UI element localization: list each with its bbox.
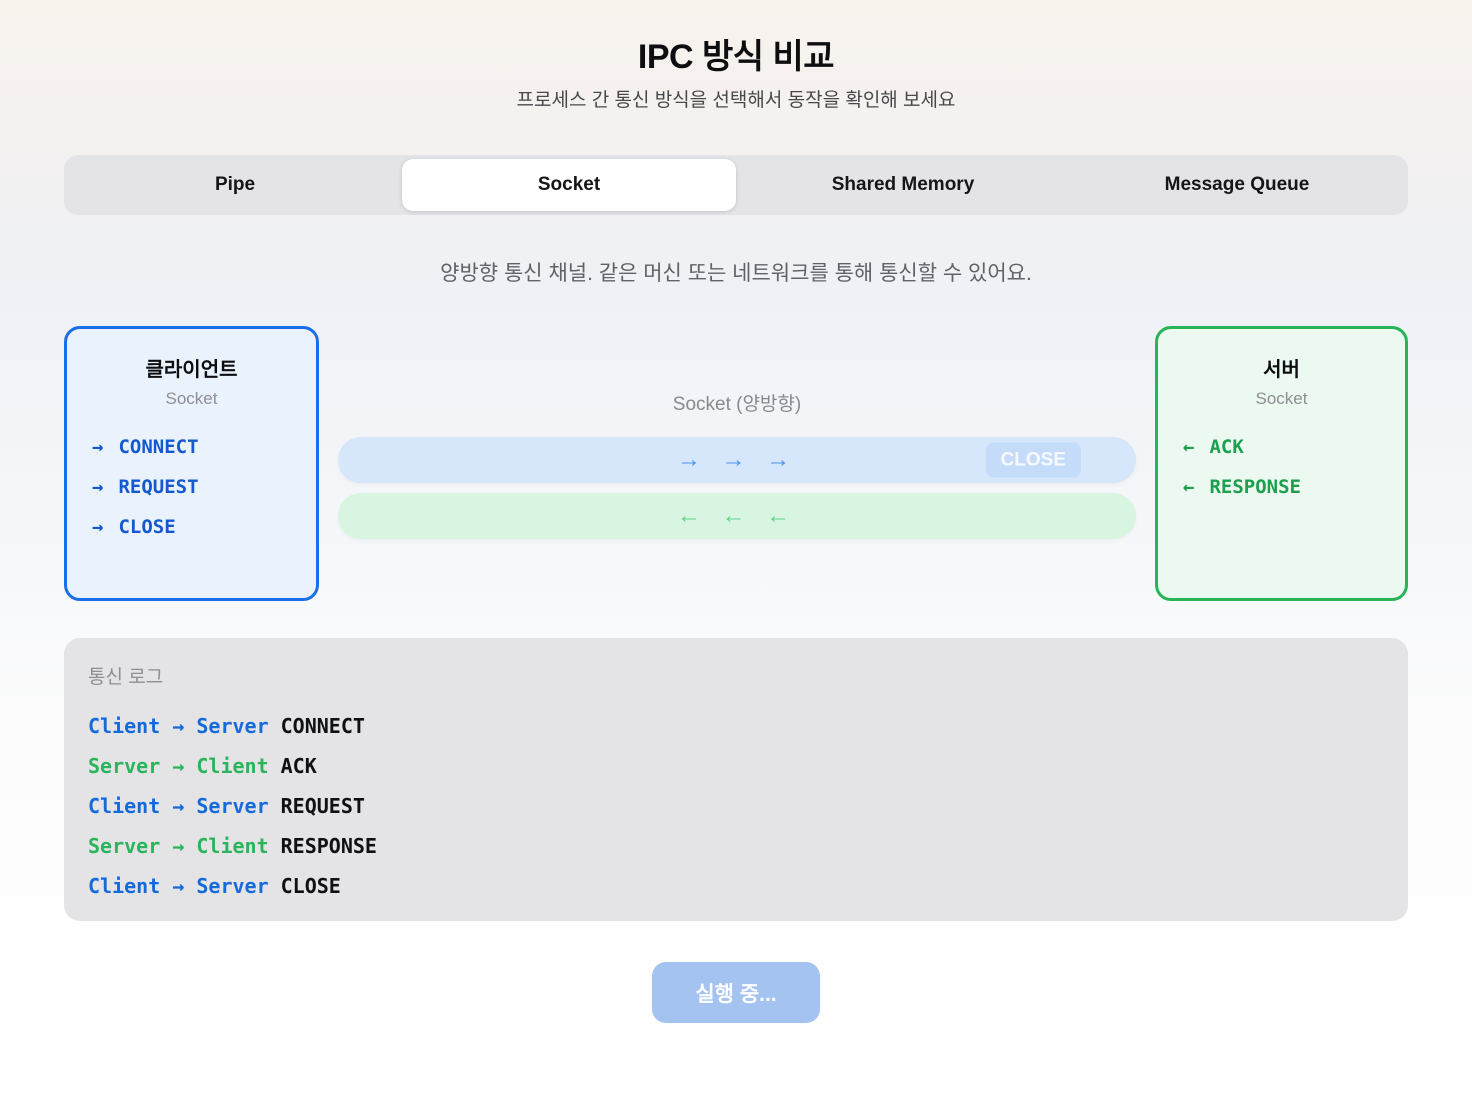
client-message-list: → CONNECT → REQUEST → CLOSE (85, 434, 298, 540)
client-message-connect: → CONNECT (92, 434, 298, 460)
server-message-label: RESPONSE (1209, 476, 1301, 498)
log-route: Client → Server (88, 874, 269, 898)
tab-socket[interactable]: Socket (402, 159, 736, 211)
server-message-ack: ← ACK (1183, 434, 1387, 460)
log-entry: Server → Client RESPONSE (88, 826, 1384, 866)
log-message: CLOSE (280, 874, 341, 898)
client-message-label: REQUEST (118, 476, 199, 498)
log-route: Client → Server (88, 714, 269, 738)
log-entry: Server → Client ACK (88, 746, 1384, 786)
log-title: 통신 로그 (88, 667, 164, 688)
log-lines: Client → Server CONNECT Server → Client AC… (88, 706, 1384, 906)
log-entry: Client → Server CLOSE (88, 866, 1384, 906)
ipc-comparison-page: IPC 방식 비교 프로세스 간 통신 방식을 선택해서 동작을 확인해 보세요… (64, 0, 1408, 1023)
log-route: Client → Server (88, 794, 269, 818)
server-subtitle: Socket (1255, 389, 1308, 408)
server-message-label: ACK (1209, 436, 1244, 458)
server-message-response: ← RESPONSE (1183, 474, 1387, 500)
log-entry: Client → Server CONNECT (88, 706, 1384, 746)
close-packet-badge: CLOSE (985, 442, 1081, 477)
arrow-right-icon: → (92, 436, 104, 458)
log-entry: Client → Server REQUEST (88, 786, 1384, 826)
log-route: Server → Client (88, 754, 269, 778)
server-box: 서버 Socket ← ACK ← RESPONSE (1155, 326, 1408, 601)
server-to-client-channel: ← ← ← (338, 492, 1136, 539)
client-to-server-channel: → → → CLOSE (338, 436, 1136, 483)
server-title: 서버 (1263, 359, 1300, 381)
tab-pipe[interactable]: Pipe (68, 159, 402, 211)
arrow-left-icon: ← (1183, 436, 1195, 458)
socket-channel: Socket (양방향) → → → CLOSE ← ← ← (338, 326, 1136, 601)
client-message-label: CONNECT (118, 436, 199, 458)
page-title: IPC 방식 비교 (637, 38, 835, 76)
arrow-right-icon: → (92, 476, 104, 498)
client-title: 클라이언트 (145, 359, 238, 381)
communication-log-panel: 통신 로그 Client → Server CONNECT Server → Cl… (64, 638, 1408, 921)
log-message: CONNECT (280, 714, 365, 738)
channel-label: Socket (양방향) (672, 393, 802, 415)
arrow-right-icon: → (92, 516, 104, 538)
client-box: 클라이언트 Socket → CONNECT → REQUEST → CLOSE (64, 326, 319, 601)
actions-row: 실행 중... (64, 962, 1408, 1023)
client-subtitle: Socket (165, 389, 218, 408)
server-message-list: ← ACK ← RESPONSE (1176, 434, 1387, 500)
ipc-method-tabbar: Pipe Socket Shared Memory Message Queue (64, 155, 1408, 215)
page-subtitle: 프로세스 간 통신 방식을 선택해서 동작을 확인해 보세요 (516, 90, 956, 111)
run-button[interactable]: 실행 중... (652, 962, 820, 1023)
client-message-request: → REQUEST (92, 474, 298, 500)
page-header: IPC 방식 비교 프로세스 간 통신 방식을 선택해서 동작을 확인해 보세요 (64, 0, 1408, 114)
client-message-close: → CLOSE (92, 514, 298, 540)
arrow-left-icon: ← (1183, 476, 1195, 498)
flow-arrows-right-icon: → → → (676, 445, 798, 473)
log-message: REQUEST (280, 794, 365, 818)
log-message: RESPONSE (280, 834, 377, 858)
log-message: ACK (280, 754, 317, 778)
tab-shared-memory[interactable]: Shared Memory (736, 159, 1070, 211)
socket-diagram: 클라이언트 Socket → CONNECT → REQUEST → CLOSE… (64, 326, 1408, 601)
flow-arrows-left-icon: ← ← ← (676, 501, 798, 529)
method-description: 양방향 통신 채널. 같은 머신 또는 네트워크를 통해 통신할 수 있어요. (440, 262, 1032, 285)
client-message-label: CLOSE (118, 516, 176, 538)
tab-message-queue[interactable]: Message Queue (1070, 159, 1404, 211)
log-route: Server → Client (88, 834, 269, 858)
